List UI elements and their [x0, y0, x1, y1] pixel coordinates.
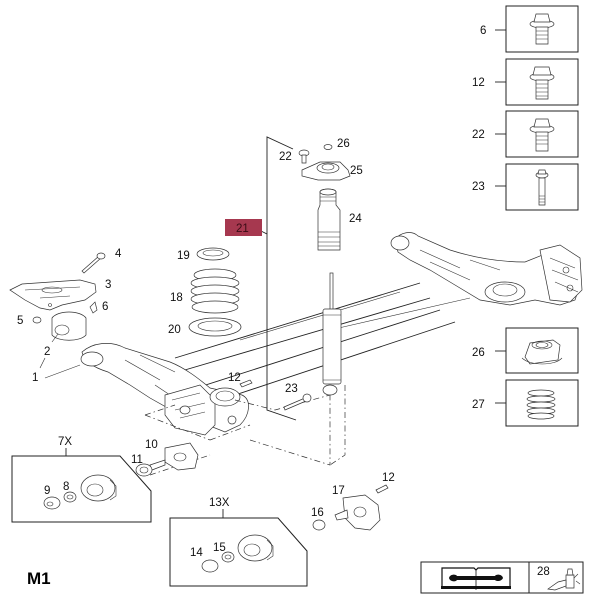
part-9-cap[interactable]: [43, 496, 61, 510]
callout-11: 11: [131, 454, 143, 466]
callout-4: 4: [115, 248, 122, 260]
detail-box-22[interactable]: 22: [472, 110, 579, 158]
wheel-hub-icon: [237, 534, 274, 562]
rear-axle-beam[interactable]: [80, 232, 583, 436]
sealant-tube-icon: [547, 568, 581, 591]
part-25-top-mount[interactable]: [301, 161, 351, 181]
callout-2: 2: [44, 346, 50, 358]
detail-box-6[interactable]: 6: [480, 5, 579, 53]
callout-26: 26: [337, 138, 350, 150]
highlighted-callout-21[interactable]: 21: [225, 219, 262, 236]
part-17-wheel-carrier[interactable]: [334, 494, 381, 531]
part-18-coil-spring[interactable]: [190, 268, 240, 314]
callout-15: 15: [213, 542, 226, 554]
part-24-dust-boot[interactable]: [317, 188, 341, 251]
part-26-nut[interactable]: [323, 144, 333, 150]
spring-icon: [526, 389, 556, 420]
long-bolt-icon: [535, 169, 549, 206]
part-12-bolt-upper[interactable]: [239, 379, 253, 388]
detail-box-23[interactable]: 23: [472, 163, 579, 211]
callout-3: 3: [105, 279, 111, 291]
callout-9: 9: [44, 485, 50, 497]
part-4-bolt[interactable]: [81, 252, 106, 274]
callout-17: 17: [332, 485, 345, 497]
flange-bolt-icon: [529, 66, 555, 100]
group-7x-box[interactable]: 7X 8 9: [11, 436, 152, 523]
callout-12-upper: 12: [228, 372, 241, 384]
callout-25: 25: [350, 165, 363, 177]
part-16-o-ring[interactable]: [312, 519, 326, 531]
part-3-mounting-bracket[interactable]: [9, 279, 97, 311]
detail-box-23-label: 23: [472, 181, 485, 193]
callout-6: 6: [102, 301, 108, 313]
part-22-bolt[interactable]: [298, 149, 310, 164]
group-7x-label: 7X: [58, 436, 72, 448]
flange-bolt-icon: [529, 118, 555, 152]
callout-12-lower: 12: [382, 472, 395, 484]
detail-box-12[interactable]: 12: [472, 58, 579, 106]
callout-18: 18: [170, 292, 183, 304]
part-19-upper-spring-seat[interactable]: [196, 247, 230, 261]
hex-nut-icon: [521, 339, 563, 365]
detail-box-27[interactable]: 27: [472, 379, 579, 427]
part-12-bolt-lower[interactable]: [375, 484, 389, 494]
repair-manual-legend[interactable]: [420, 561, 530, 594]
part-6-bolt[interactable]: [89, 301, 98, 314]
part-15-bearing[interactable]: [221, 551, 235, 563]
part-5-nut[interactable]: [32, 316, 42, 324]
repair-manual-icon: [441, 567, 511, 590]
callout-24: 24: [349, 213, 362, 225]
detail-box-27-label: 27: [472, 399, 485, 411]
callout-21-label: 21: [236, 223, 249, 235]
part-20-lower-spring-seat[interactable]: [188, 317, 242, 337]
callout-10: 10: [145, 439, 158, 451]
callout-5: 5: [17, 315, 23, 327]
group-13x-label: 13X: [209, 497, 230, 509]
detail-box-26[interactable]: 26: [472, 327, 579, 374]
detail-box-6-label: 6: [480, 25, 486, 37]
part-14-cap[interactable]: [201, 559, 219, 573]
wheel-hub-icon: [80, 474, 117, 502]
callout-22: 22: [279, 151, 292, 163]
part-8-bearing[interactable]: [63, 491, 77, 503]
callout-8: 8: [63, 481, 69, 493]
detail-box-22-label: 22: [472, 129, 485, 141]
part-23-bolt[interactable]: [283, 393, 312, 411]
callout-23: 23: [285, 383, 298, 395]
sealant-legend[interactable]: 28: [528, 561, 584, 594]
group-13x-box[interactable]: 13X 15 14: [169, 497, 308, 587]
sealant-legend-label: 28: [537, 566, 550, 578]
detail-box-12-label: 12: [472, 77, 485, 89]
detail-box-26-label: 26: [472, 347, 485, 359]
part-2-bushing[interactable]: [51, 311, 87, 341]
part-10-stub-axle[interactable]: [149, 442, 199, 471]
diagram-title: M1: [27, 569, 51, 588]
callout-19: 19: [177, 250, 190, 262]
callout-14: 14: [190, 547, 203, 559]
callout-1: 1: [32, 372, 38, 384]
flange-bolt-icon: [529, 13, 555, 45]
part-11-washer[interactable]: [135, 463, 153, 477]
shock-absorber[interactable]: [322, 272, 342, 396]
callout-20: 20: [168, 324, 181, 336]
shock-absorber-group-bracket: [260, 136, 297, 421]
callout-16: 16: [311, 507, 324, 519]
